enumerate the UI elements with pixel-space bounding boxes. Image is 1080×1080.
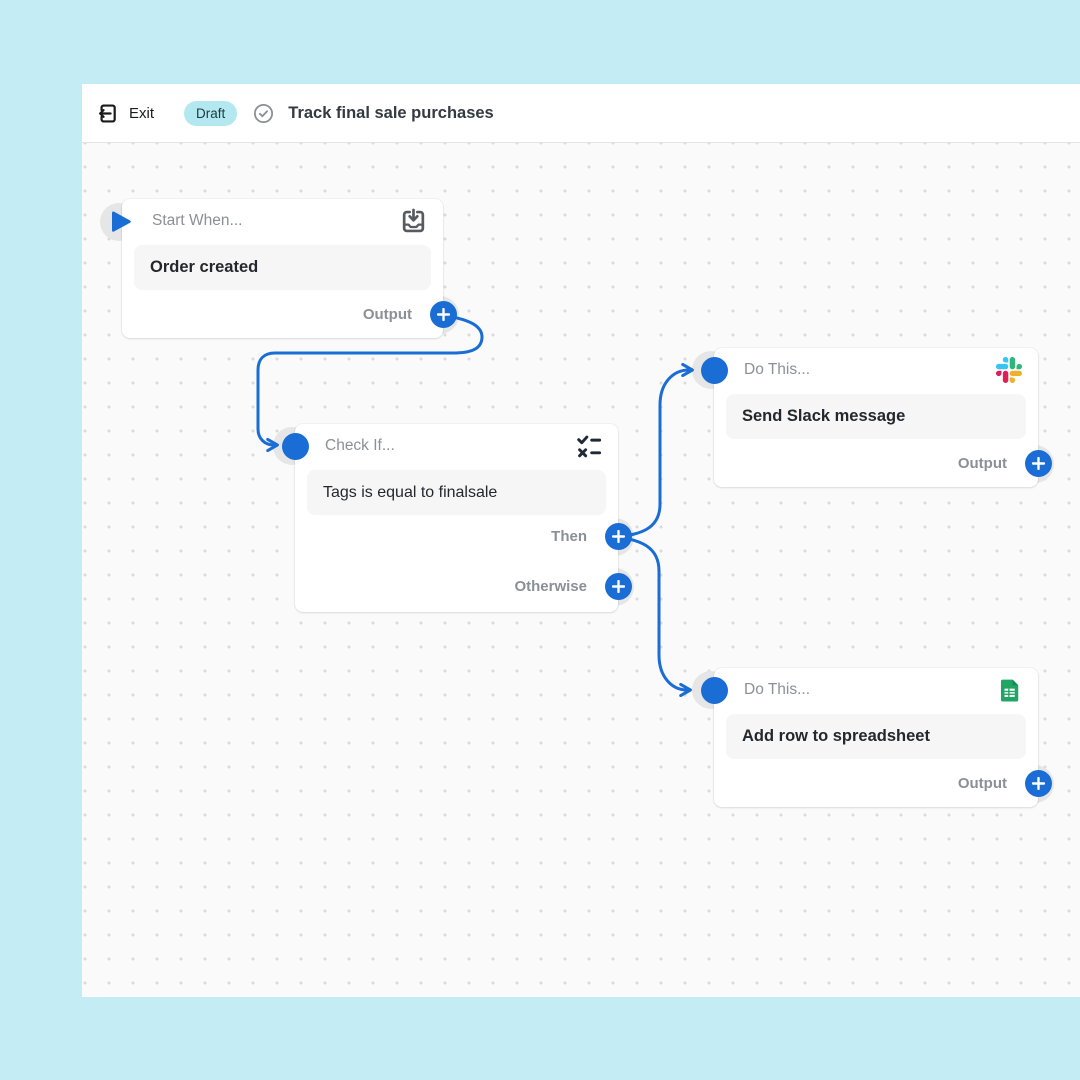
plus-icon: [1031, 457, 1045, 470]
flow-canvas[interactable]: Start When... Order created Output: [82, 143, 1080, 996]
action-slack-header-label: Do This...: [744, 361, 811, 378]
slack-icon: [996, 357, 1022, 383]
action-slack-node-card[interactable]: Do This... Send Slack message Output: [700, 348, 1052, 487]
condition-then-add-button[interactable]: [604, 523, 632, 550]
action-slack-output-label: Output: [957, 455, 1007, 472]
trigger-output-label: Output: [362, 306, 412, 323]
action-slack-output-add-button[interactable]: [1024, 450, 1052, 477]
connector-trigger-to-condition: [256, 313, 484, 445]
condition-node-card[interactable]: Check If... Tags is equal to finalsale T…: [281, 424, 632, 612]
action-sheets-node-card[interactable]: Do This... Add row to spreadsheet: [700, 668, 1052, 807]
condition-input-port: [281, 432, 309, 460]
connector-then-to-sheets: [616, 535, 689, 690]
trigger-start-marker-icon: [107, 208, 134, 236]
condition-header-label: Check If...: [325, 437, 395, 454]
trigger-output-add-button[interactable]: [429, 301, 457, 328]
plus-icon: [436, 308, 450, 321]
trigger-value[interactable]: Order created: [134, 245, 431, 290]
workflow-title: Track final sale purchases: [288, 103, 494, 122]
status-badge: Draft: [184, 100, 238, 126]
exit-button[interactable]: Exit: [96, 102, 154, 125]
plus-icon: [611, 530, 625, 543]
action-sheets-output-label: Output: [957, 775, 1007, 792]
condition-otherwise-add-button[interactable]: [604, 573, 632, 600]
trigger-header-label: Start When...: [152, 212, 243, 229]
trigger-card-header: Start When...: [122, 199, 443, 243]
action-slack-value[interactable]: Send Slack message: [726, 394, 1026, 439]
condition-otherwise-label: Otherwise: [514, 578, 587, 595]
action-sheets-card-header: Do This...: [714, 668, 1038, 712]
plus-icon: [611, 580, 625, 593]
connector-then-to-slack: [616, 370, 691, 539]
flow-editor-window: Exit Draft Track final sale purchases: [82, 84, 1080, 997]
action-sheets-output-add-button[interactable]: [1024, 770, 1052, 797]
trigger-node-card[interactable]: Start When... Order created Output: [112, 199, 457, 338]
action-slack-card-header: Do This...: [714, 348, 1038, 392]
action-sheets-input-port: [700, 676, 728, 704]
condition-value[interactable]: Tags is equal to finalsale: [307, 470, 606, 515]
editor-topbar: Exit Draft Track final sale purchases: [82, 84, 1080, 143]
connector-lines: [256, 313, 1080, 996]
google-sheets-icon: [997, 678, 1022, 703]
checklist-icon: [576, 435, 602, 458]
check-circle-icon: [252, 102, 275, 125]
plus-icon: [1031, 777, 1045, 790]
exit-label: Exit: [129, 104, 155, 122]
import-icon: [400, 208, 427, 235]
action-sheets-header-label: Do This...: [744, 681, 811, 698]
condition-then-label: Then: [551, 528, 587, 545]
action-slack-input-port: [700, 356, 728, 384]
condition-card-header: Check If...: [295, 424, 618, 468]
exit-icon: [96, 102, 119, 125]
action-sheets-value[interactable]: Add row to spreadsheet: [726, 714, 1026, 759]
